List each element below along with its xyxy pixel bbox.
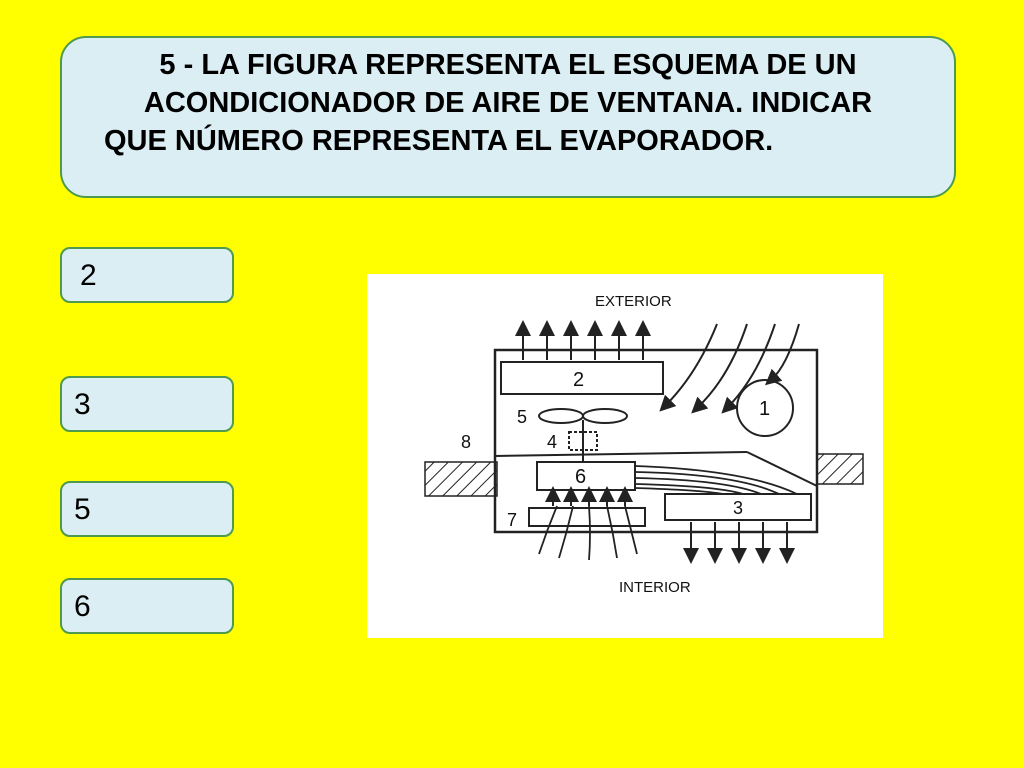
answer-option-label: 3 bbox=[74, 388, 91, 421]
fan-blade-right bbox=[582, 408, 628, 424]
airflow-curves bbox=[634, 465, 798, 495]
exterior-label: EXTERIOR bbox=[595, 293, 672, 310]
component-7-label: 7 bbox=[507, 510, 517, 530]
question-line-2: ACONDICIONADOR DE AIRE DE VENTANA. INDIC… bbox=[143, 87, 873, 119]
component-2-box bbox=[500, 361, 664, 395]
component-1-label: 1 bbox=[759, 398, 770, 420]
question-line-3: QUE NÚMERO REPRESENTA EL EVAPORADOR. bbox=[104, 125, 774, 157]
interior-label: INTERIOR bbox=[619, 579, 691, 596]
component-7-box bbox=[528, 507, 646, 527]
question-box: 5 - LA FIGURA REPRESENTA EL ESQUEMA DE U… bbox=[60, 36, 956, 198]
component-1-circle bbox=[736, 379, 794, 437]
answer-option-label: 5 bbox=[74, 493, 91, 526]
answer-option-4[interactable]: 6 bbox=[60, 578, 234, 634]
question-text: 5 - LA FIGURA REPRESENTA EL ESQUEMA DE U… bbox=[76, 46, 940, 160]
component-3-box bbox=[664, 493, 812, 521]
motor-box bbox=[568, 431, 598, 451]
answer-option-label: 2 bbox=[80, 259, 97, 292]
component-8-label: 8 bbox=[461, 432, 471, 452]
divider-slope bbox=[746, 451, 818, 487]
air-conditioner-diagram: 2 1 5 4 8 6 3 7 bbox=[367, 274, 883, 638]
answer-option-3[interactable]: 5 bbox=[60, 481, 234, 537]
wall-right bbox=[816, 453, 864, 485]
answer-option-2[interactable]: 3 bbox=[60, 376, 234, 432]
question-line-1: 5 - LA FIGURA REPRESENTA EL ESQUEMA DE U… bbox=[159, 49, 857, 81]
component-5-label: 5 bbox=[517, 407, 527, 427]
answer-option-1[interactable]: 2 bbox=[60, 247, 234, 303]
diagram-svg: 2 1 5 4 8 6 3 7 bbox=[424, 293, 864, 596]
intake-air-arrows bbox=[659, 323, 800, 414]
component-3-label: 3 bbox=[733, 498, 743, 518]
fan-blade-left bbox=[538, 408, 584, 424]
interior-intake-arrows bbox=[545, 486, 633, 506]
unit-casing bbox=[493, 348, 819, 534]
component-4-label: 4 bbox=[547, 432, 557, 452]
exterior-air-arrows bbox=[515, 320, 651, 360]
divider-line bbox=[494, 451, 748, 457]
answer-option-label: 6 bbox=[74, 590, 91, 623]
component-2-label: 2 bbox=[573, 369, 584, 391]
interior-return-lines bbox=[538, 505, 638, 561]
component-6-label: 6 bbox=[575, 466, 586, 488]
wall-left bbox=[424, 461, 498, 497]
interior-outlet-arrows bbox=[683, 522, 795, 564]
